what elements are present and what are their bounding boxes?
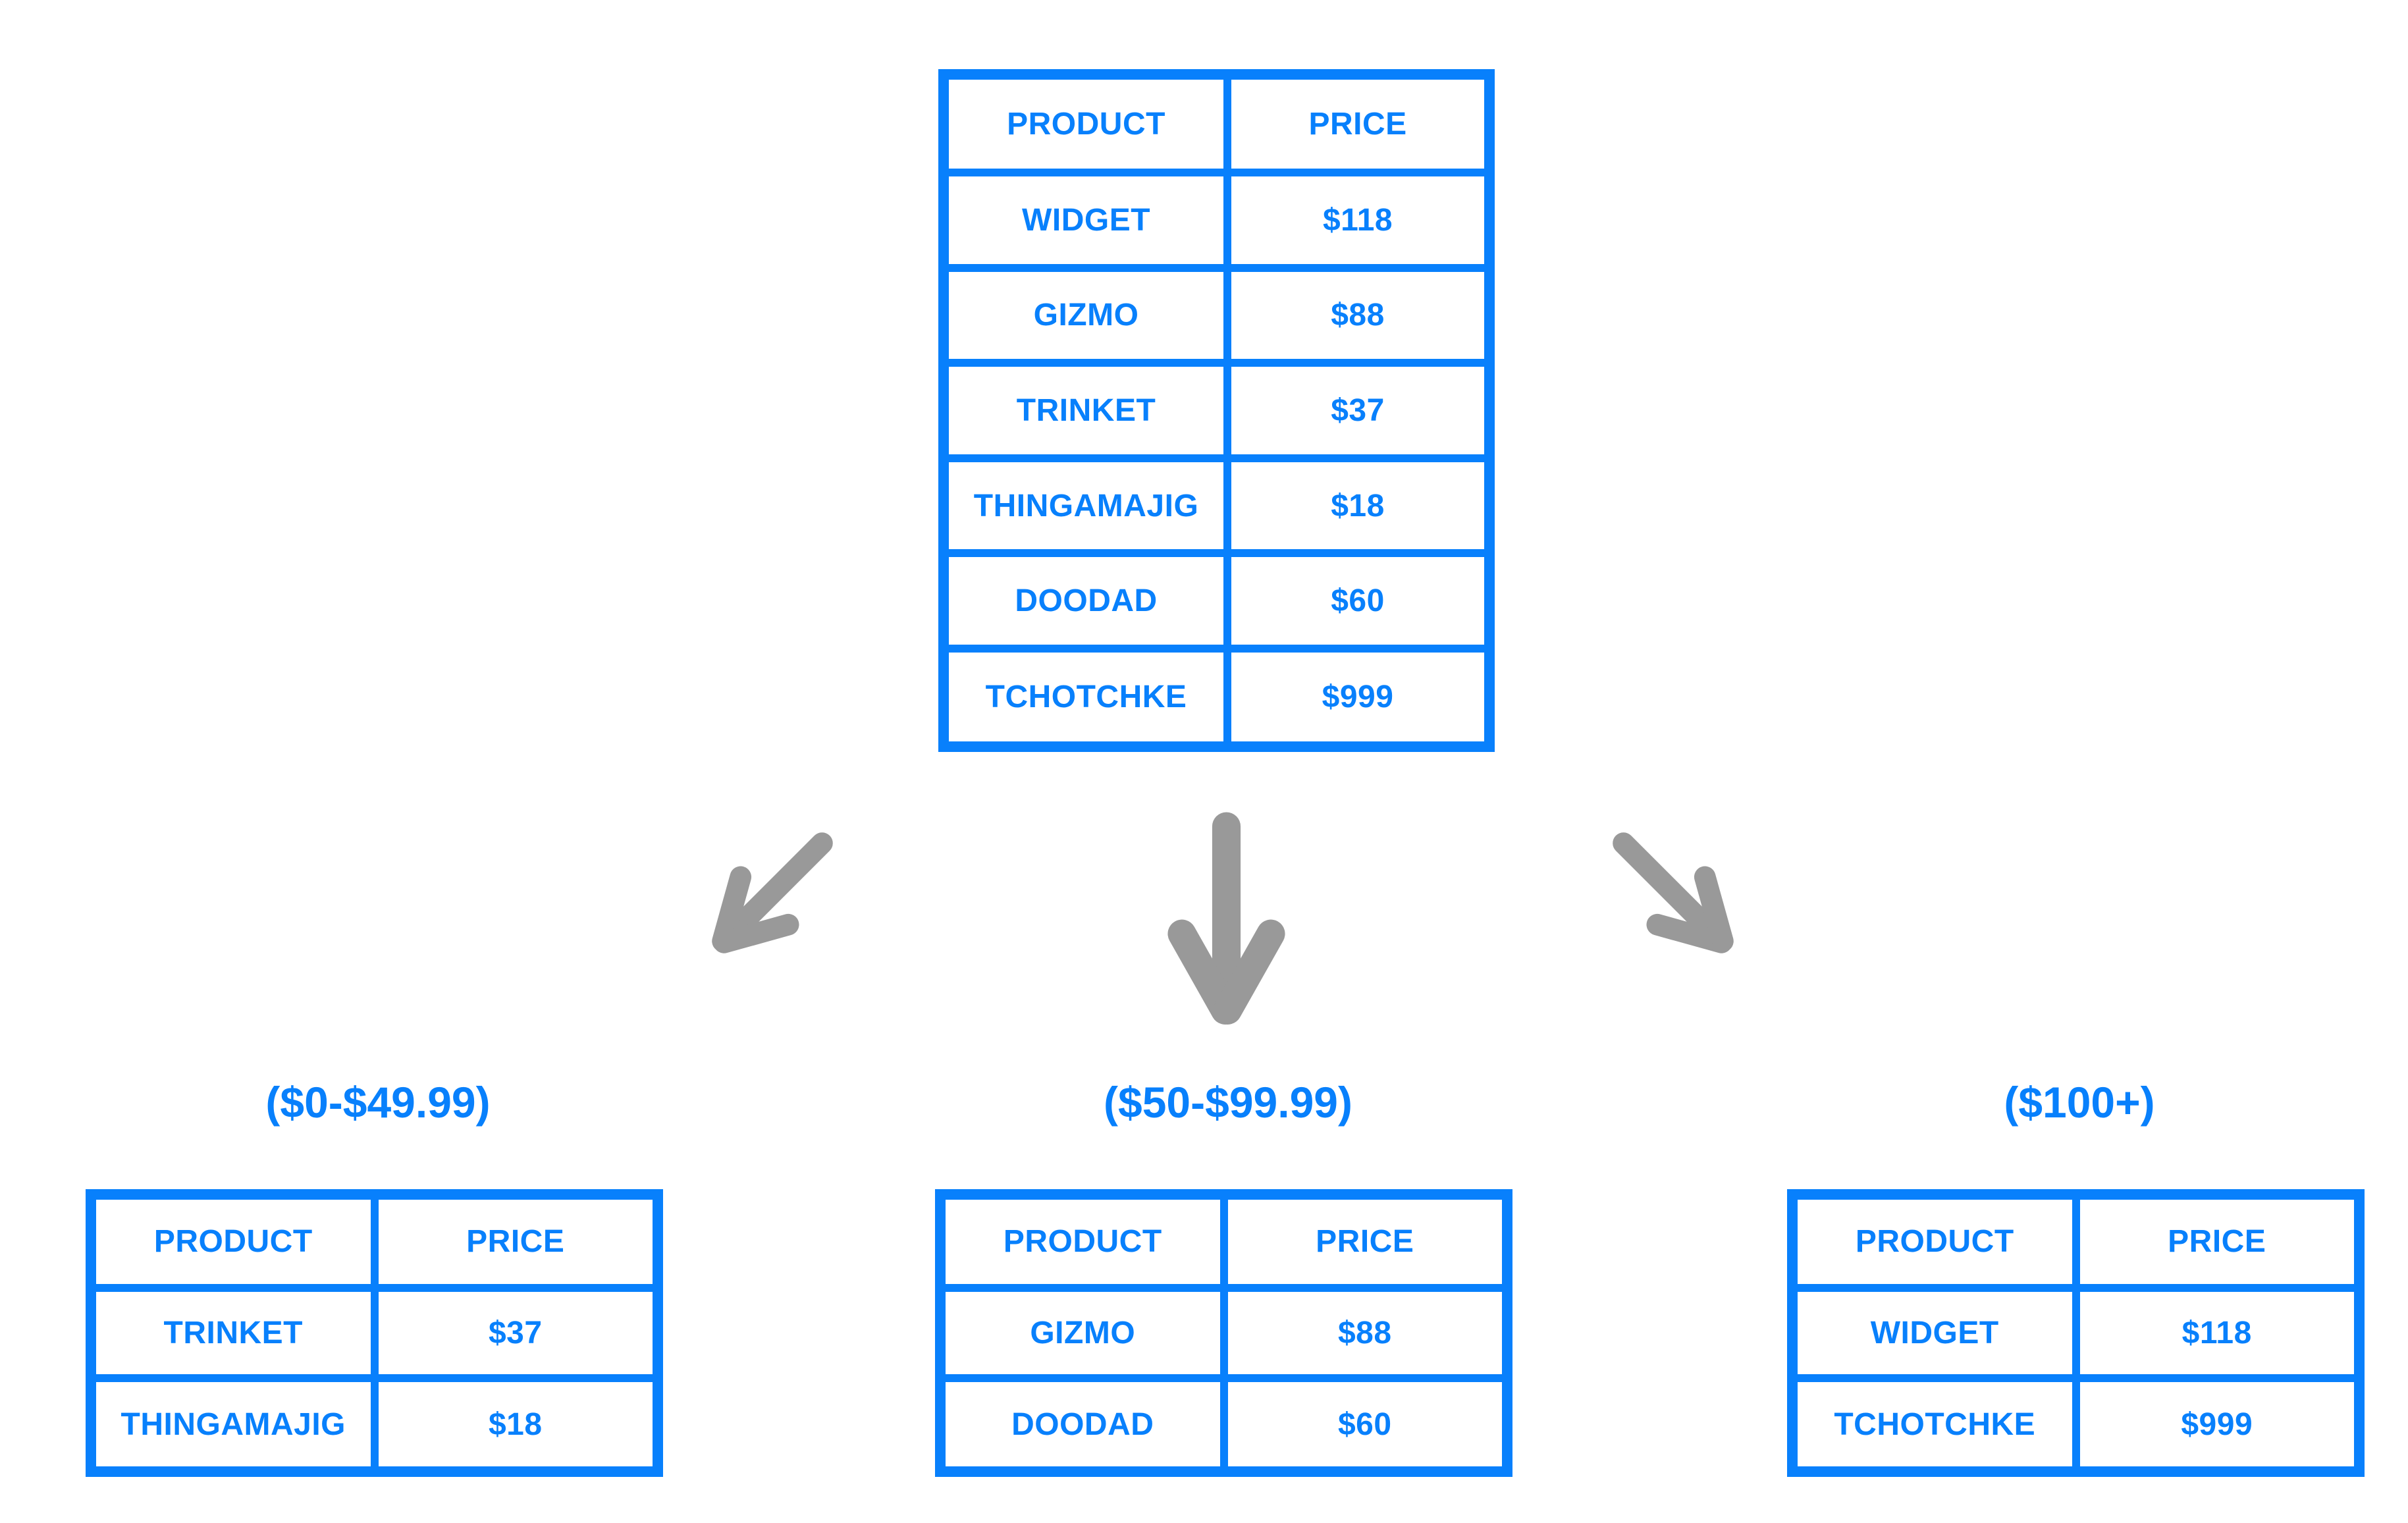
table-row: WIDGET $118 <box>939 168 1493 272</box>
product-cell: WIDGET <box>1788 1283 2080 1383</box>
price-cell: $999 <box>2072 1374 2363 1476</box>
down-right-arrow-icon <box>1582 801 1766 986</box>
price-cell: $999 <box>1223 644 1493 751</box>
product-cell: DOODAD <box>939 549 1232 653</box>
product-cell: TCHOTCHKE <box>1788 1374 2080 1476</box>
table-row: DOODAD $60 <box>939 549 1493 653</box>
price-range-label-mid: ($50-$99.99) <box>1104 1078 1352 1127</box>
column-header-product: PRODUCT <box>939 70 1232 176</box>
product-cell: GIZMO <box>939 263 1232 367</box>
table-row: TRINKET $37 <box>939 359 1493 462</box>
column-header-price: PRICE <box>1219 1190 1511 1292</box>
down-left-arrow-icon <box>680 801 864 986</box>
price-cell: $88 <box>1223 263 1493 367</box>
price-cell: $18 <box>1223 454 1493 558</box>
table-header-row: PRODUCT PRICE <box>939 70 1493 176</box>
price-cell: $18 <box>370 1374 662 1476</box>
table-header-row: PRODUCT PRICE <box>87 1190 662 1292</box>
table-row: THINGAMAJIG $18 <box>87 1374 662 1476</box>
price-cell: $60 <box>1219 1374 1511 1476</box>
price-cell: $37 <box>1223 359 1493 462</box>
table-row: GIZMO $88 <box>936 1283 1511 1383</box>
price-cell: $60 <box>1223 549 1493 653</box>
branch-table-low: PRODUCT PRICE TRINKET $37 THINGAMAJIG $1… <box>86 1189 663 1477</box>
table-header-row: PRODUCT PRICE <box>936 1190 1511 1292</box>
column-header-product: PRODUCT <box>936 1190 1228 1292</box>
table-row: TRINKET $37 <box>87 1283 662 1383</box>
product-cell: WIDGET <box>939 168 1232 272</box>
branch-table-high: PRODUCT PRICE WIDGET $118 TCHOTCHKE $999 <box>1787 1189 2365 1477</box>
column-header-price: PRICE <box>2072 1190 2363 1292</box>
table-row: GIZMO $88 <box>939 263 1493 367</box>
table-row: THINGAMAJIG $18 <box>939 454 1493 558</box>
table-row: TCHOTCHKE $999 <box>939 644 1493 751</box>
price-range-label-low: ($0-$49.99) <box>265 1078 491 1127</box>
source-price-table: PRODUCT PRICE WIDGET $118 GIZMO $88 TRIN… <box>938 69 1495 752</box>
product-cell: THINGAMAJIG <box>939 454 1232 558</box>
table-row: DOODAD $60 <box>936 1374 1511 1476</box>
price-cell: $118 <box>1223 168 1493 272</box>
table-row: TCHOTCHKE $999 <box>1788 1374 2363 1476</box>
product-cell: TRINKET <box>939 359 1232 462</box>
price-cell: $118 <box>2072 1283 2363 1383</box>
price-cell: $88 <box>1219 1283 1511 1383</box>
price-cell: $37 <box>370 1283 662 1383</box>
column-header-price: PRICE <box>370 1190 662 1292</box>
product-cell: TCHOTCHKE <box>939 644 1232 751</box>
price-range-label-high: ($100+) <box>2004 1078 2155 1127</box>
product-cell: TRINKET <box>87 1283 379 1383</box>
product-cell: DOODAD <box>936 1374 1228 1476</box>
table-header-row: PRODUCT PRICE <box>1788 1190 2363 1292</box>
column-header-product: PRODUCT <box>1788 1190 2080 1292</box>
down-arrow-icon <box>1152 807 1300 1034</box>
branch-table-mid: PRODUCT PRICE GIZMO $88 DOODAD $60 <box>935 1189 1512 1477</box>
product-cell: THINGAMAJIG <box>87 1374 379 1476</box>
column-header-product: PRODUCT <box>87 1190 379 1292</box>
product-cell: GIZMO <box>936 1283 1228 1383</box>
table-row: WIDGET $118 <box>1788 1283 2363 1383</box>
column-header-price: PRICE <box>1223 70 1493 176</box>
